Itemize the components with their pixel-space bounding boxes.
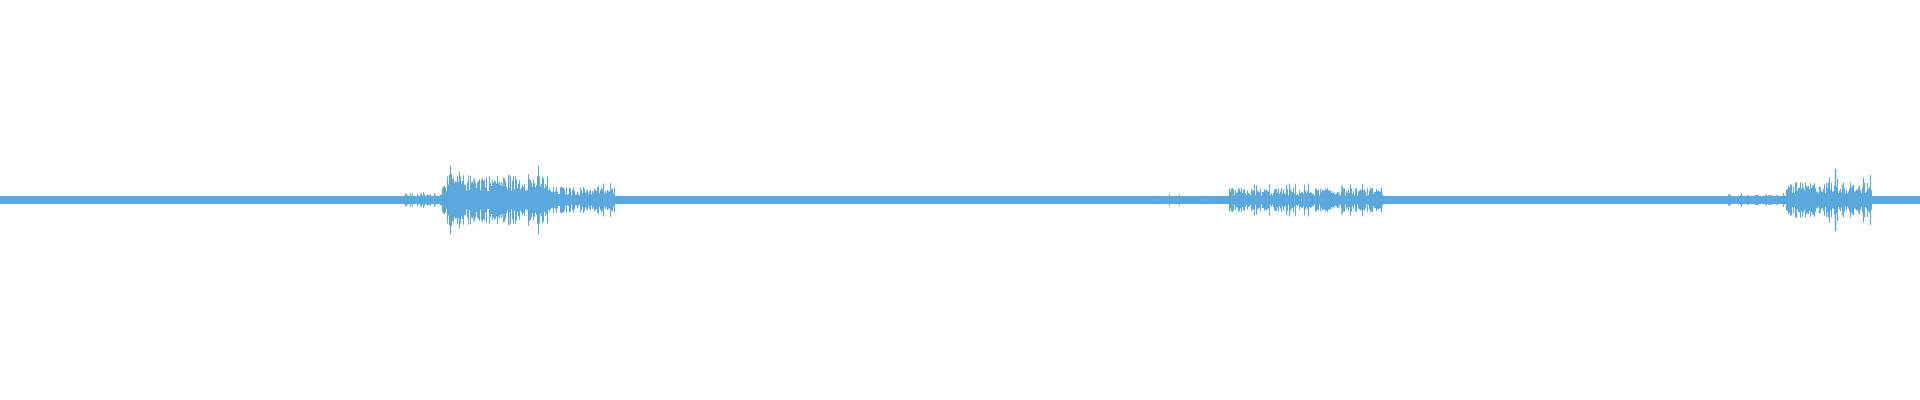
- waveform-bars: [0, 165, 1920, 235]
- waveform-peaks: [473, 168, 1837, 232]
